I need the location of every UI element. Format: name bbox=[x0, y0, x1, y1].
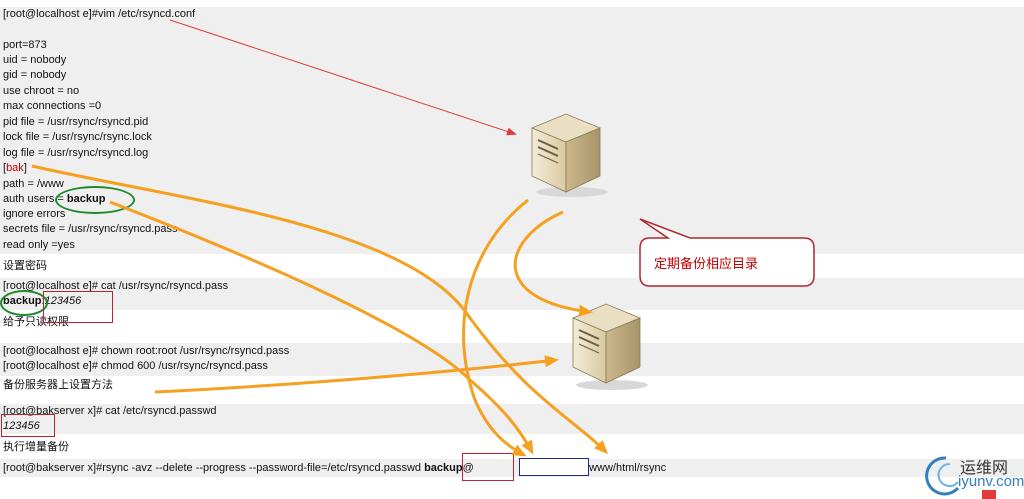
cat-pass-command: [root@localhost e]# cat /usr/rsync/rsync… bbox=[3, 280, 229, 292]
config-gid: gid = nobody bbox=[3, 69, 67, 81]
watermark-logo-icon bbox=[925, 456, 960, 496]
rsync-destination: /var/www/html/rsync bbox=[564, 462, 667, 474]
rsync-host-redaction-box bbox=[519, 458, 589, 476]
config-pid-file: pid file = /usr/rsync/rsyncd.pid bbox=[3, 116, 149, 128]
module-name: bak bbox=[6, 162, 24, 174]
cat-passwd-command: [root@bakserver x]# cat /etc/rsyncd.pass… bbox=[3, 405, 217, 417]
config-read-only: read only =yes bbox=[3, 239, 75, 251]
config-lock-file: lock file = /usr/rsync/rsync.lock bbox=[3, 131, 152, 143]
vim-command-line: [root@localhost e]#vim /etc/rsyncd.conf bbox=[3, 8, 196, 20]
arrow-heading-to-backup bbox=[154, 355, 559, 394]
readonly-heading: 给予只读权限 bbox=[3, 316, 69, 328]
auth-users-label: auth users = bbox=[3, 193, 67, 205]
callout-text: 定期备份相应目录 bbox=[654, 256, 759, 271]
config-secrets-file: secrets file = /usr/rsync/rsyncd.pass bbox=[3, 223, 178, 235]
module-bracket-open: [ bbox=[3, 162, 7, 174]
code-band-cat-pass bbox=[0, 278, 1024, 310]
config-log-file: log file = /usr/rsync/rsyncd.log bbox=[3, 147, 149, 159]
rsync-command-line: [root@bakserver x]#rsync -avz --delete -… bbox=[3, 461, 666, 476]
arrow-bak-to-rsync-module bbox=[31, 164, 609, 455]
code-band-cat-passwd bbox=[0, 404, 1024, 434]
watermark-brand-url: iyunv.com bbox=[958, 473, 1024, 490]
set-password-heading: 设置密码 bbox=[3, 260, 47, 272]
module-bracket-close: ] bbox=[23, 162, 27, 174]
config-module-header: [bak] bbox=[3, 161, 27, 176]
watermark-brand-cn: 运维网 bbox=[960, 460, 1009, 477]
incremental-heading: 执行增量备份 bbox=[3, 441, 69, 453]
arrow-auth-to-rsync-user bbox=[109, 200, 534, 455]
config-port: port=873 bbox=[3, 39, 47, 51]
rsync-at: @ bbox=[462, 462, 474, 474]
config-path: path = /www bbox=[3, 178, 64, 190]
chown-command: [root@localhost e]# chown root:root /usr… bbox=[3, 345, 290, 357]
pass-value: 123456 bbox=[44, 295, 82, 307]
backup-server-icon bbox=[571, 303, 648, 390]
config-ignore-errors: ignore errors bbox=[3, 208, 66, 220]
pass-value-highlight-box bbox=[43, 291, 113, 323]
pass-user-highlight-oval bbox=[0, 290, 48, 316]
passwd-value-highlight-box bbox=[1, 414, 55, 437]
code-band-rsync bbox=[0, 459, 1024, 477]
auth-users-highlight-oval bbox=[55, 186, 135, 214]
callout-bubble bbox=[639, 218, 815, 287]
rsync-user: backup bbox=[424, 462, 463, 474]
config-use-chroot: use chroot = no bbox=[3, 85, 80, 97]
source-server-icon bbox=[530, 113, 608, 197]
arrow-server-to-backup bbox=[513, 210, 593, 317]
watermark-corner-icon bbox=[982, 490, 996, 499]
rsync-command-prefix: [root@bakserver x]#rsync -avz --delete -… bbox=[3, 462, 425, 474]
rsync-user-highlight-box bbox=[462, 453, 514, 481]
arrow-server-to-host bbox=[462, 198, 529, 457]
arrow-vim-to-server bbox=[169, 19, 517, 136]
passwd-file-content: 123456 bbox=[3, 420, 40, 432]
backup-server-heading: 备份服务器上设置方法 bbox=[3, 379, 113, 391]
config-max-connections: max connections =0 bbox=[3, 100, 102, 112]
chmod-command: [root@localhost e]# chmod 600 /usr/rsync… bbox=[3, 360, 268, 372]
config-uid: uid = nobody bbox=[3, 54, 67, 66]
